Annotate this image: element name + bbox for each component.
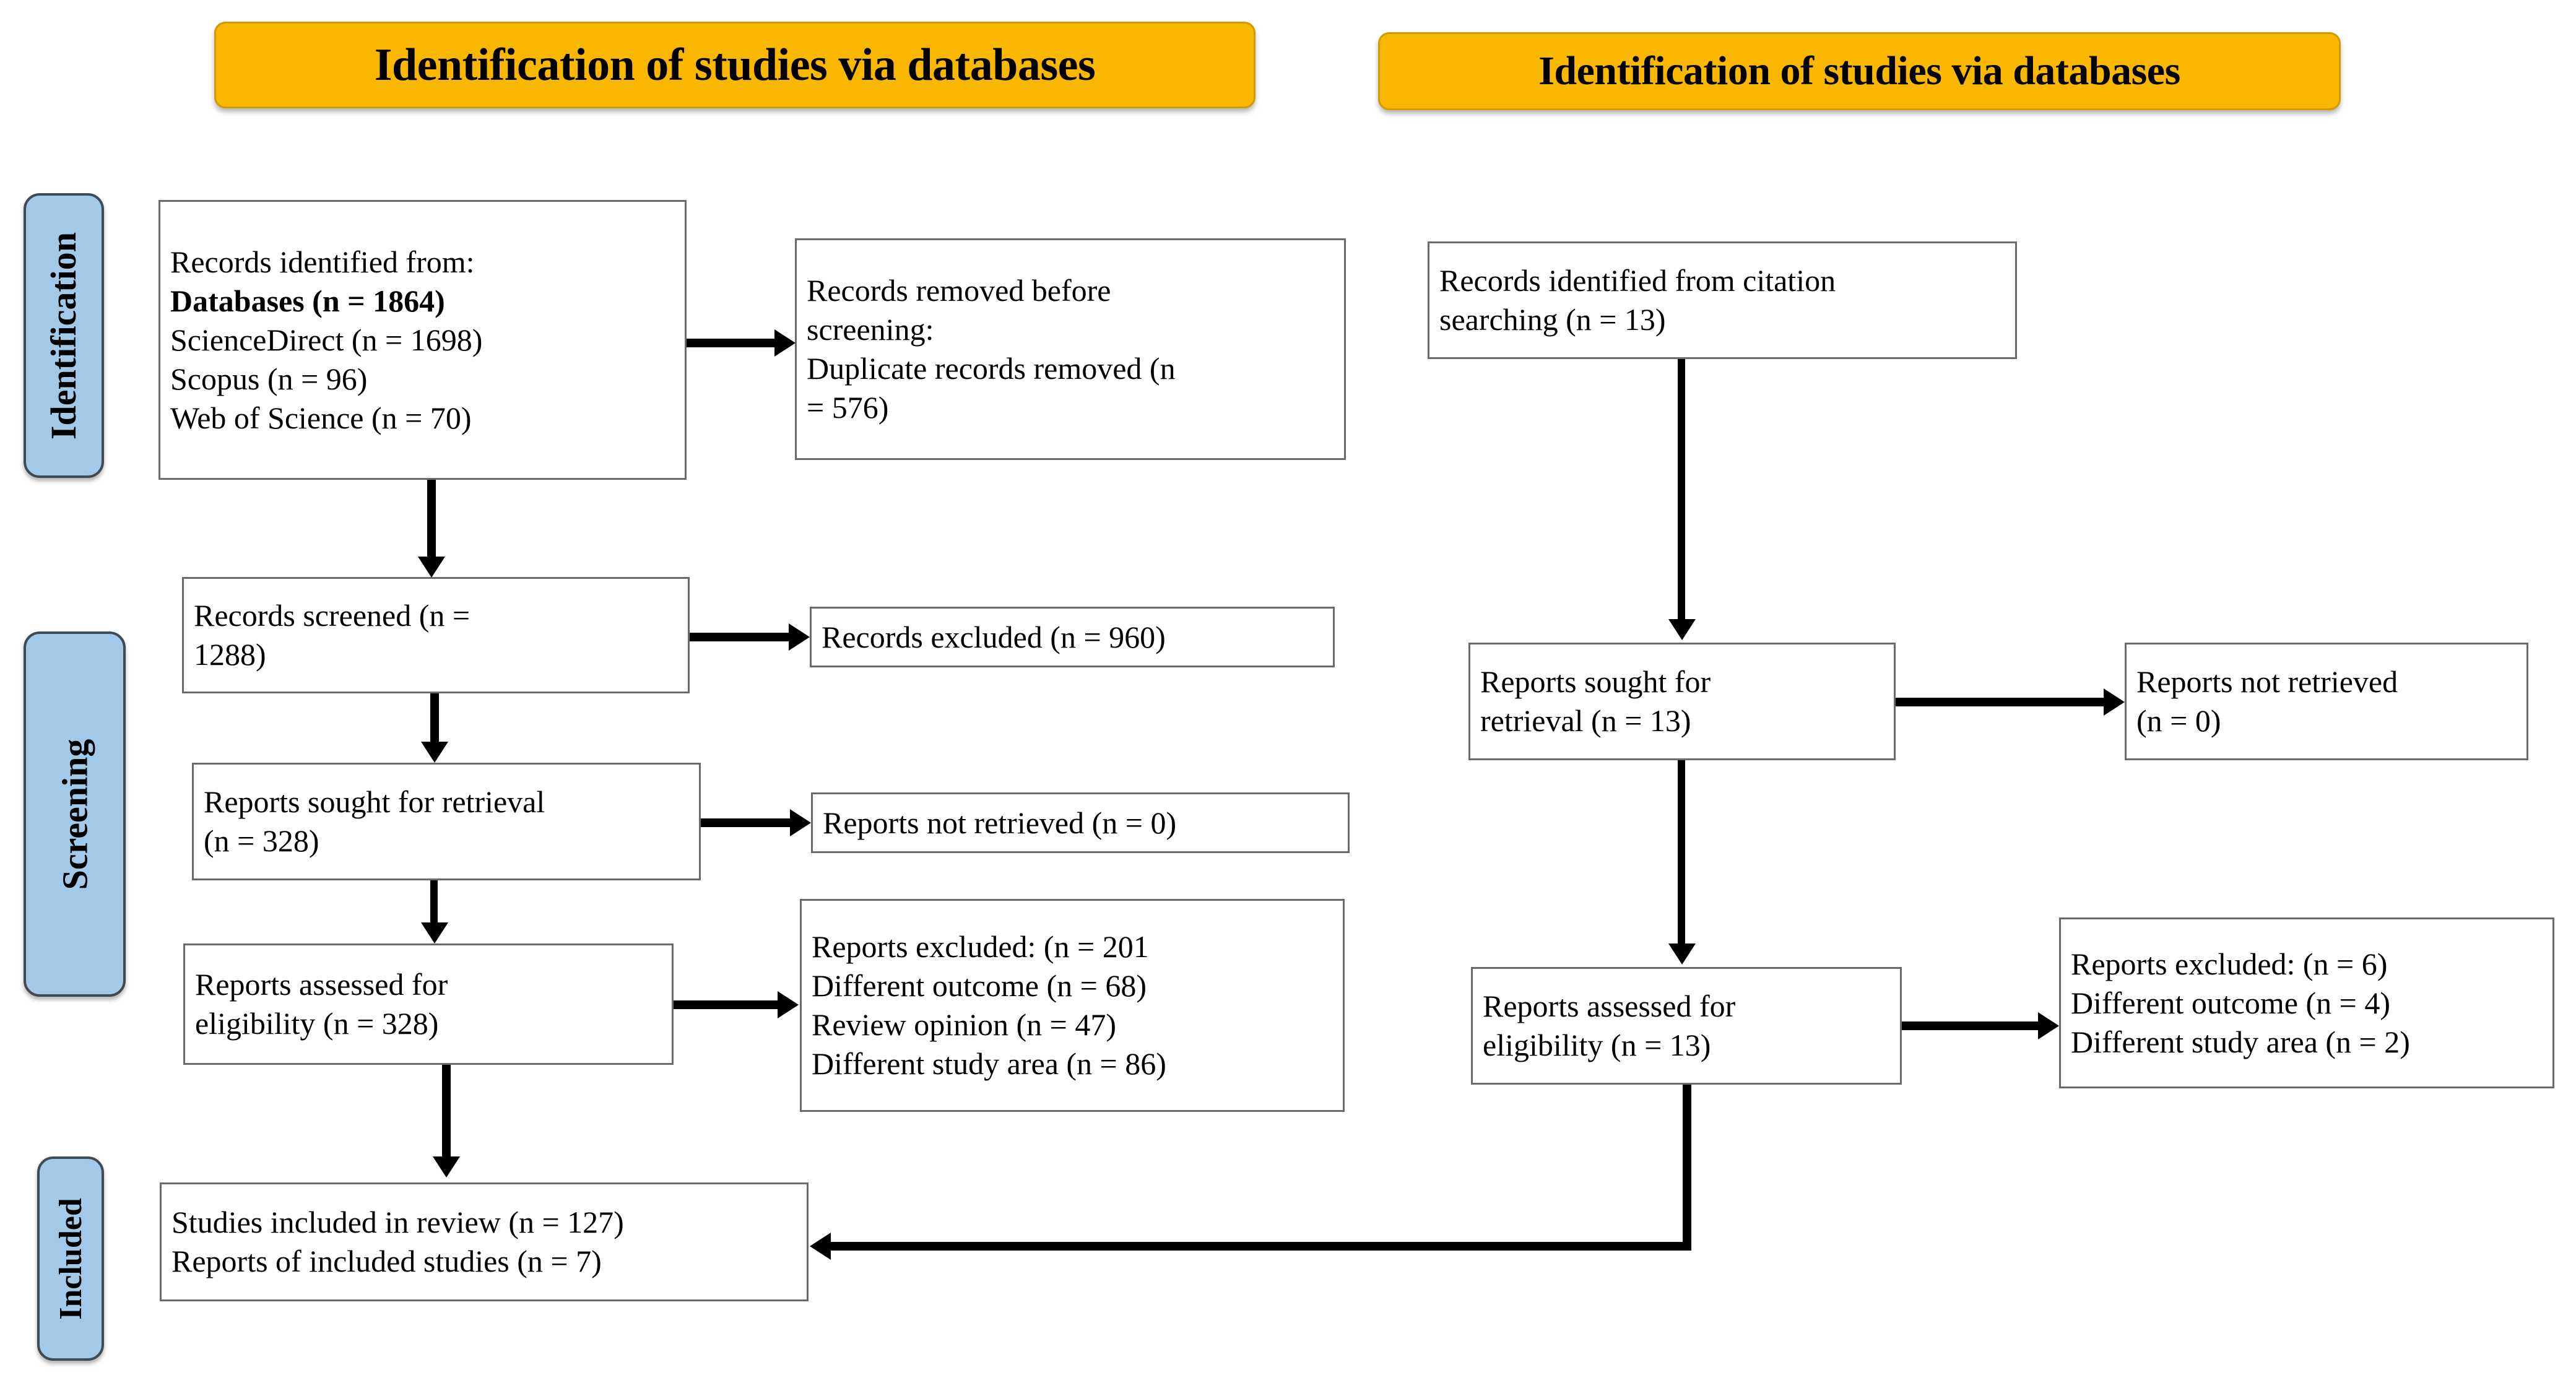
arrowhead-right-to-included	[810, 1233, 831, 1260]
node-line: 1288)	[194, 637, 266, 672]
stage-label-identification-text: Identification	[43, 232, 84, 440]
arrowhead-identified-to-screened	[418, 557, 445, 578]
arrowhead-screened-to-sought	[421, 742, 448, 763]
arrowhead-sought-to-not-retrieved-right	[2104, 688, 2125, 716]
node-line: = 576)	[807, 390, 889, 425]
node-line: Records excluded (n = 960)	[822, 619, 1166, 654]
node-line: (n = 0)	[2136, 703, 2221, 738]
node-line: Reports of included studies (n = 7)	[171, 1244, 602, 1278]
node-line: Reports sought for	[1480, 664, 1711, 699]
arrowhead-identified-to-removed	[774, 329, 796, 357]
connector-right-to-included-horizontal	[831, 1242, 1691, 1251]
node-reports-excluded-right: Reports excluded: (n = 6) Different outc…	[2059, 917, 2554, 1088]
node-reports-assessed-eligibility-left: Reports assessed for eligibility (n = 32…	[183, 943, 674, 1065]
node-line: Reports excluded: (n = 201	[812, 929, 1149, 964]
node-line: Reports not retrieved	[2136, 664, 2398, 699]
node-records-identified-databases: Records identified from: Databases (n = …	[158, 200, 687, 480]
node-line: Different study area (n = 2)	[2071, 1024, 2410, 1059]
stage-label-screening-text: Screening	[54, 739, 95, 890]
arrowhead-sought-to-assessed-right	[1668, 943, 1696, 965]
node-records-removed-before-screening: Records removed before screening: Duplic…	[795, 238, 1346, 460]
node-line: Records removed before	[807, 273, 1111, 308]
node-reports-excluded-left: Reports excluded: (n = 201 Different out…	[800, 899, 1345, 1112]
node-records-excluded: Records excluded (n = 960)	[810, 607, 1335, 667]
connector-sought-to-assessed	[430, 880, 438, 922]
node-line: eligibility (n = 13)	[1483, 1028, 1711, 1062]
node-line: Records screened (n =	[194, 598, 471, 633]
node-line: Different outcome (n = 68)	[812, 968, 1147, 1003]
banner-left-databases: Identification of studies via databases	[214, 22, 1255, 108]
node-line: ScienceDirect (n = 1698)	[170, 322, 483, 357]
arrowhead-assessed-to-included	[433, 1156, 460, 1178]
node-line: Different study area (n = 86)	[812, 1046, 1166, 1081]
stage-label-included: Included	[37, 1156, 104, 1361]
node-line: Scopus (n = 96)	[170, 361, 368, 396]
node-records-identified-citation: Records identified from citation searchi…	[1428, 241, 2017, 359]
node-line: searching (n = 13)	[1439, 302, 1666, 337]
connector-citation-to-sought	[1678, 359, 1685, 619]
node-reports-not-retrieved-right: Reports not retrieved (n = 0)	[2125, 643, 2528, 760]
node-line: Reports sought for retrieval	[204, 784, 545, 819]
banner-right-label: Identification of studies via databases	[1538, 48, 2180, 93]
connector-screened-to-excluded	[690, 633, 789, 641]
node-reports-sought-retrieval-right: Reports sought for retrieval (n = 13)	[1468, 643, 1896, 760]
node-line: retrieval (n = 13)	[1480, 703, 1691, 738]
node-line: Reports assessed for	[195, 967, 448, 1002]
connector-identified-to-removed	[687, 339, 774, 347]
node-line: Different outcome (n = 4)	[2071, 985, 2390, 1020]
node-line: (n = 328)	[204, 823, 319, 858]
arrowhead-assessed-to-reports-excluded-right	[2038, 1012, 2059, 1039]
connector-sought-to-not-retrieved-right	[1896, 698, 2104, 706]
node-line: Records identified from:	[170, 244, 475, 279]
connector-sought-to-assessed-right	[1678, 760, 1685, 943]
connector-assessed-to-included	[442, 1065, 451, 1156]
stage-label-included-text: Included	[53, 1197, 89, 1320]
node-line: Reports assessed for	[1483, 989, 1736, 1023]
node-reports-assessed-eligibility-right: Reports assessed for eligibility (n = 13…	[1471, 967, 1902, 1085]
connector-sought-to-not-retrieved	[701, 818, 790, 827]
arrowhead-assessed-to-reports-excluded	[778, 991, 799, 1018]
connector-right-to-included-vertical	[1683, 1085, 1691, 1251]
banner-left-label: Identification of studies via databases	[374, 39, 1096, 90]
node-line: Reports excluded: (n = 6)	[2071, 946, 2388, 981]
node-line: Studies included in review (n = 127)	[171, 1205, 624, 1239]
connector-screened-to-sought	[430, 693, 439, 742]
arrowhead-sought-to-assessed	[421, 922, 448, 943]
node-line: Review opinion (n = 47)	[812, 1007, 1117, 1042]
node-reports-not-retrieved-left: Reports not retrieved (n = 0)	[811, 792, 1350, 853]
stage-label-identification: Identification	[24, 193, 104, 478]
node-line: eligibility (n = 328)	[195, 1006, 439, 1041]
arrowhead-citation-to-sought	[1668, 619, 1696, 640]
connector-identified-to-screened	[427, 480, 436, 557]
node-records-screened: Records screened (n = 1288)	[182, 577, 690, 693]
arrowhead-screened-to-excluded	[789, 623, 810, 651]
node-line: Reports not retrieved (n = 0)	[823, 805, 1177, 840]
connector-assessed-to-reports-excluded	[674, 1000, 778, 1009]
node-line: Records identified from citation	[1439, 263, 1836, 298]
stage-label-screening: Screening	[24, 631, 126, 997]
arrowhead-sought-to-not-retrieved	[790, 809, 811, 836]
node-reports-sought-retrieval-left: Reports sought for retrieval (n = 328)	[192, 763, 701, 880]
connector-assessed-to-reports-excluded-right	[1902, 1021, 2038, 1030]
node-line: Duplicate records removed (n	[807, 351, 1176, 386]
node-line: screening:	[807, 312, 934, 347]
node-line: Databases (n = 1864)	[170, 283, 445, 318]
banner-right-databases: Identification of studies via databases	[1378, 32, 2341, 110]
node-line: Web of Science (n = 70)	[170, 400, 472, 435]
node-studies-included-in-review: Studies included in review (n = 127) Rep…	[160, 1182, 809, 1301]
